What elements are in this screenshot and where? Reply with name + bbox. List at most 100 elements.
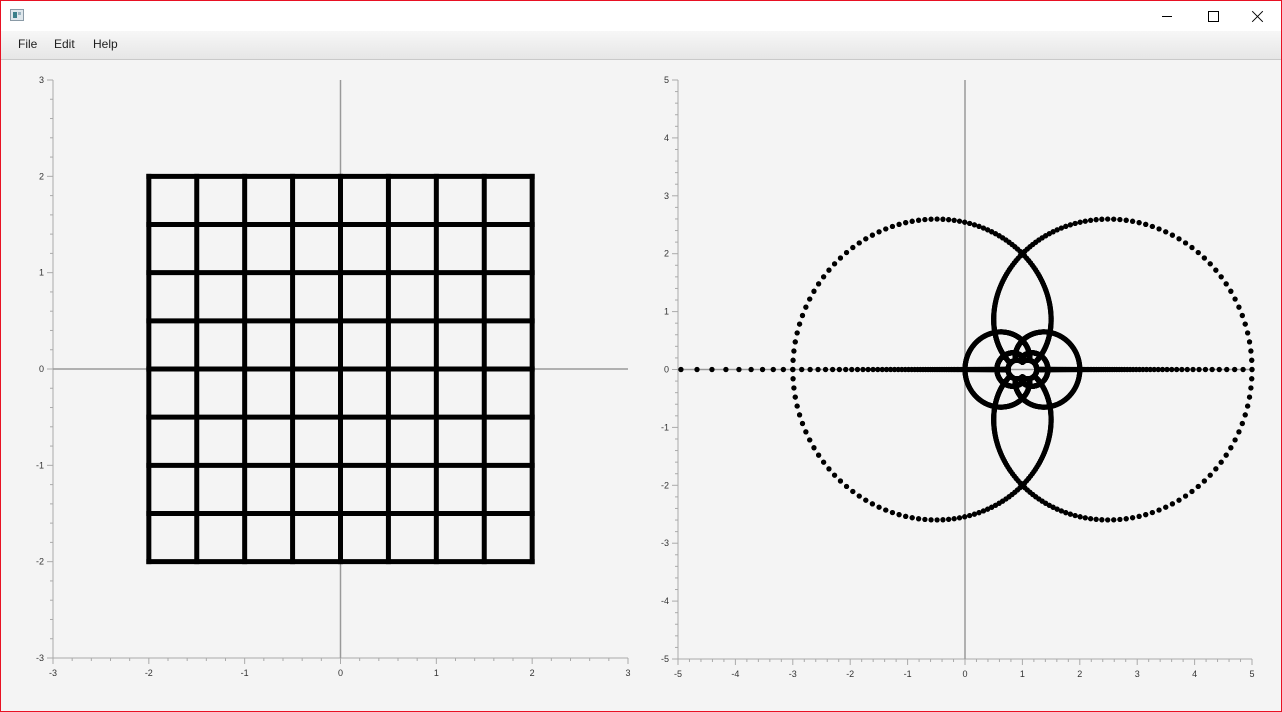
right-curve-point <box>770 366 776 373</box>
right-curve-point <box>1196 366 1202 373</box>
right-curve-point <box>896 221 902 227</box>
right-curve-point <box>816 452 822 458</box>
right-curve-point <box>1249 376 1255 382</box>
right-curve-point <box>1067 222 1073 228</box>
right-plot-y-tick-label: 3 <box>664 191 669 201</box>
right-curve-point <box>1130 515 1136 521</box>
menu-edit[interactable]: Edit <box>54 37 75 51</box>
right-curve-point <box>1213 466 1219 472</box>
right-curve-point <box>1207 472 1213 478</box>
maximize-button[interactable] <box>1190 1 1236 31</box>
close-button[interactable] <box>1235 1 1281 31</box>
right-curve-point <box>1201 255 1207 261</box>
right-curve-point <box>869 232 876 238</box>
right-curve-point <box>1159 366 1166 373</box>
right-curve-point <box>916 516 922 522</box>
right-curve-point <box>1088 217 1094 223</box>
right-plot-y-tick-label: 0 <box>664 365 669 375</box>
right-curve-point <box>1099 216 1105 222</box>
right-curve-point <box>1223 281 1229 287</box>
right-curve-point <box>1156 507 1162 513</box>
right-curve-point <box>1195 483 1201 490</box>
right-curve-point <box>1111 216 1117 222</box>
menu-bar: File Edit Help <box>1 31 1281 60</box>
right-curve-point <box>903 513 909 519</box>
right-curve-point <box>879 366 885 373</box>
right-curve-point <box>922 516 928 523</box>
right-curve-point <box>799 366 805 373</box>
right-curve-point <box>1202 366 1209 373</box>
right-curve-point <box>889 223 896 230</box>
right-curve-point <box>1164 366 1170 373</box>
right-plot-y-tick-label: 2 <box>664 249 669 259</box>
right-plot-x-tick-label: 0 <box>962 669 967 679</box>
right-curve-point <box>1176 497 1182 503</box>
right-curve-point <box>1155 366 1161 373</box>
left-plot-x-tick-label: -2 <box>145 668 153 678</box>
right-curve-point <box>1088 516 1094 522</box>
right-curve-point <box>850 488 856 495</box>
menu-file[interactable]: File <box>18 37 38 51</box>
right-curve-point <box>1058 225 1064 231</box>
right-curve-point <box>1189 244 1195 251</box>
right-curve-point <box>723 366 729 373</box>
right-plot-x-tick-label: -5 <box>674 669 682 679</box>
right-curve-point <box>821 459 827 465</box>
menu-help[interactable]: Help <box>93 37 118 51</box>
right-curve-point <box>803 429 809 435</box>
right-curve-point <box>863 236 869 242</box>
right-curve-point <box>843 483 850 490</box>
right-curve-point <box>837 478 844 484</box>
right-curve-point <box>837 255 844 261</box>
right-curve-point <box>790 366 796 373</box>
right-curve-point <box>980 225 987 231</box>
right-plot-y-tick-label: -5 <box>661 654 669 664</box>
left-plot-y-tick-label: 3 <box>39 75 44 85</box>
right-curve-point <box>850 244 856 251</box>
right-curve-point <box>843 366 849 373</box>
right-curve-point <box>799 420 806 427</box>
right-curve-point <box>865 366 871 373</box>
right-curve-point <box>790 357 796 363</box>
right-curve-point <box>985 227 991 233</box>
right-curve-point <box>1163 229 1169 235</box>
right-curve-point <box>895 366 901 373</box>
right-curve-point <box>792 394 798 400</box>
right-curve-point <box>909 218 915 224</box>
right-curve-point <box>956 218 963 224</box>
right-curve-point <box>1156 226 1162 232</box>
right-curve-point <box>1063 223 1069 229</box>
right-curve-point <box>1072 512 1078 519</box>
right-curve-point <box>1082 515 1088 521</box>
right-curve-point <box>934 216 940 222</box>
right-curve-point <box>748 366 754 373</box>
right-plot-y-tick-label: -3 <box>661 538 669 548</box>
right-curve-point <box>1236 304 1242 310</box>
right-curve-point <box>863 497 869 503</box>
left-plot-x-tick-label: 3 <box>625 668 630 678</box>
right-curve-point <box>1184 366 1190 373</box>
right-curve-point <box>976 223 982 229</box>
right-curve-point <box>1123 217 1129 223</box>
left-plot-y-tick-label: -2 <box>36 557 44 567</box>
right-curve-point <box>811 288 817 294</box>
right-plot-x-tick-label: -3 <box>789 669 797 679</box>
right-curve-point <box>1105 517 1111 523</box>
left-plot-y-tick-label: -3 <box>36 653 44 663</box>
minimize-button[interactable] <box>1144 1 1190 31</box>
right-curve-point <box>1117 516 1123 523</box>
right-curve-point <box>1067 511 1073 517</box>
right-curve-point <box>849 366 855 373</box>
right-curve-point <box>678 366 684 373</box>
right-curve-point <box>1248 348 1254 354</box>
right-curve-point <box>1130 218 1136 224</box>
right-curve-point <box>976 510 982 516</box>
right-plot-y-tick-label: 1 <box>664 307 669 317</box>
right-curve-point <box>1111 517 1117 523</box>
right-curve-point <box>1246 339 1253 345</box>
right-curve-point <box>1054 506 1060 512</box>
right-curve-point <box>1143 512 1149 518</box>
right-curve-point <box>962 514 968 520</box>
